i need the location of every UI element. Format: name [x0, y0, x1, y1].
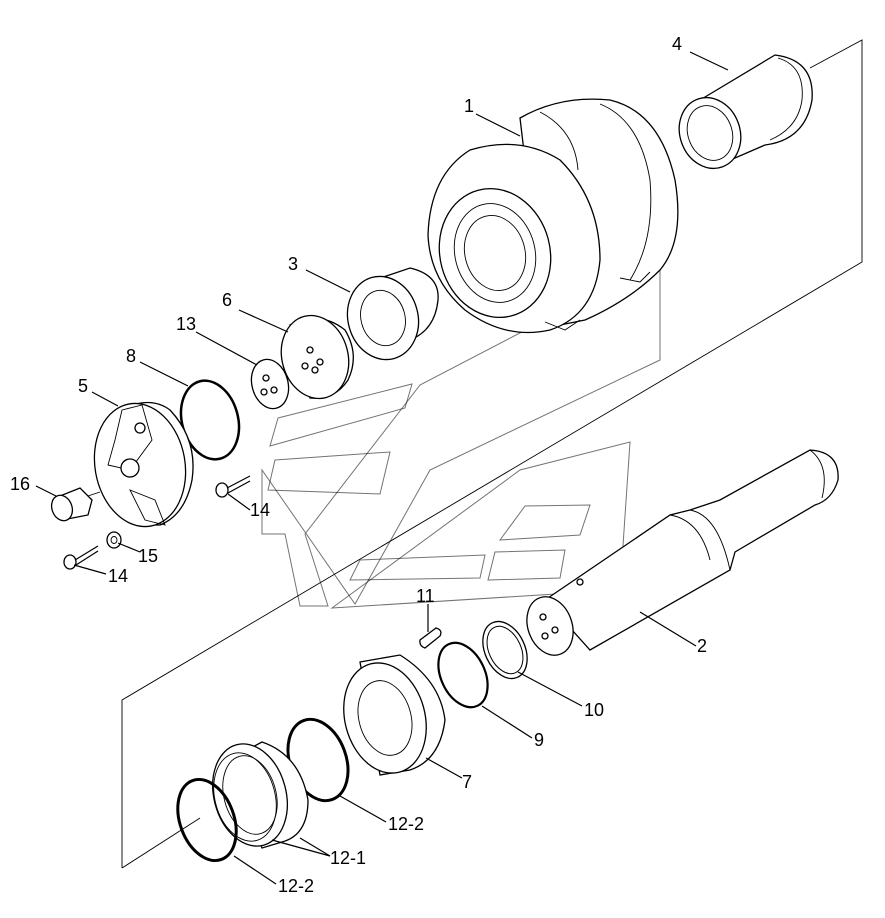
- callout-14-lower: 14: [108, 566, 128, 586]
- part-7-bushing-ring: [343, 654, 446, 776]
- callout-labels: 4 1 3 6 13 8 5 16 14 15 14 11 2 10 9 7 1…: [10, 34, 707, 896]
- part-12-1-floating-seal: [212, 741, 309, 849]
- callout-16: 16: [10, 474, 30, 494]
- part-5-end-collar: [93, 401, 194, 528]
- callout-6: 6: [222, 290, 232, 310]
- part-14-bolt-upper: [215, 475, 251, 498]
- part-4-sleeve: [678, 54, 813, 170]
- part-11-pin: [419, 627, 442, 649]
- part-1-roller-body: [427, 98, 679, 334]
- callout-12-1: 12-1: [330, 848, 366, 868]
- callout-4: 4: [672, 34, 682, 54]
- callout-15: 15: [138, 546, 158, 566]
- callout-14-upper: 14: [250, 500, 270, 520]
- callout-3: 3: [288, 254, 298, 274]
- callout-2: 2: [697, 636, 707, 656]
- callout-8: 8: [126, 346, 136, 366]
- callout-1: 1: [464, 96, 474, 116]
- part-9-o-ring: [437, 641, 489, 709]
- callout-5: 5: [78, 376, 88, 396]
- part-2-shaft: [526, 449, 839, 656]
- part-14-bolt-lower: [63, 545, 99, 570]
- part-3-bushing: [346, 267, 439, 361]
- part-16-plug: [50, 487, 101, 522]
- assembly-frame: [121, 39, 863, 869]
- callout-9: 9: [534, 730, 544, 750]
- leader-lines: [35, 51, 729, 885]
- part-12-2-o-ring-lower: [176, 777, 238, 863]
- callout-10: 10: [584, 700, 604, 720]
- part-10-retaining-ring: [482, 620, 528, 680]
- part-6-cover: [280, 314, 354, 400]
- callout-7: 7: [462, 772, 472, 792]
- callout-12-2-upper: 12-2: [388, 814, 424, 834]
- callout-11: 11: [416, 586, 435, 606]
- callout-13: 13: [176, 314, 196, 334]
- callout-12-2-lower: 12-2: [278, 876, 314, 896]
- part-15-washer: [106, 531, 122, 549]
- watermark-logo: [261, 259, 661, 609]
- part-13-plate: [250, 358, 290, 410]
